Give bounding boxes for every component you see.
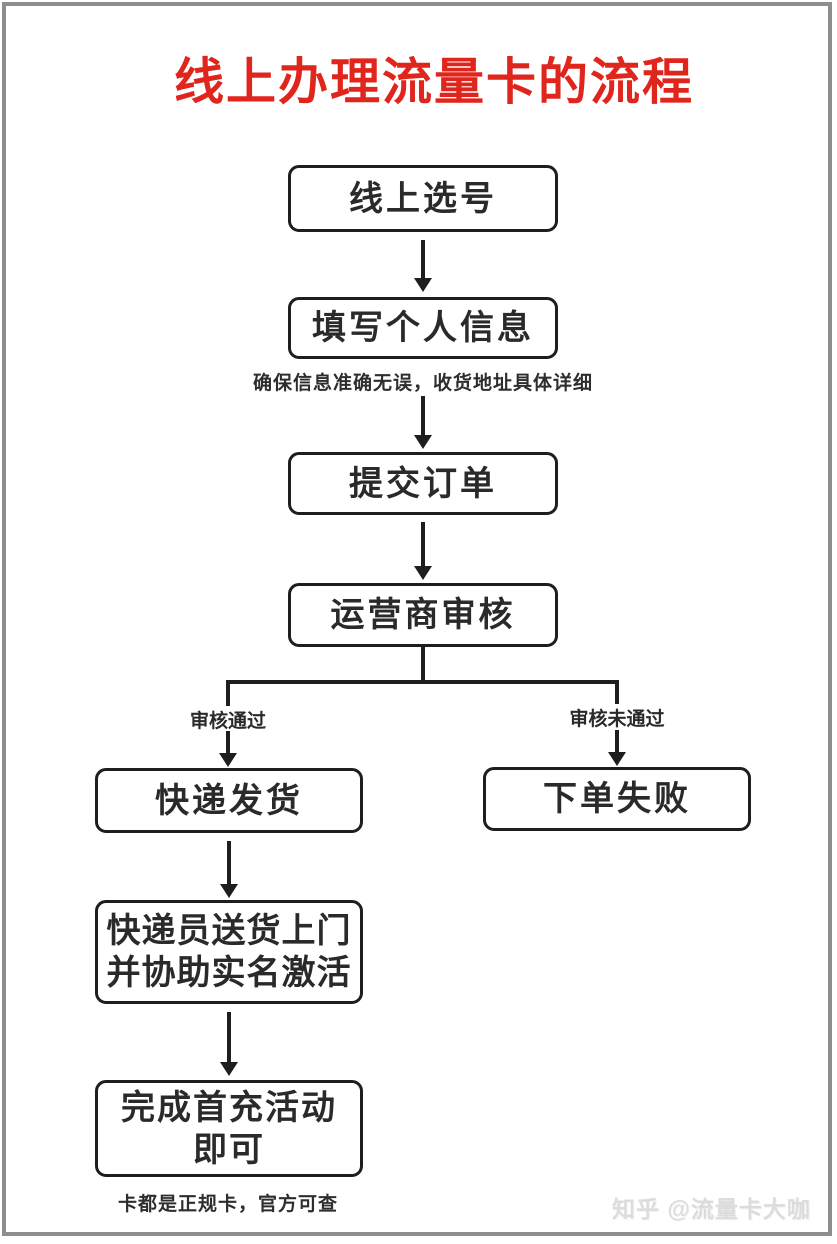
flow-node-first-recharge: 完成首充活动 即可 <box>95 1080 363 1177</box>
flow-node-label: 下单失败 <box>543 780 691 818</box>
flow-node-label: 提交订单 <box>349 464 497 503</box>
flow-node-delivery-activation: 快递员送货上门 并协助实名激活 <box>95 900 363 1004</box>
watermark-text: 知乎 @流量卡大咖 <box>612 1196 811 1222</box>
flow-node-label: 运营商审核 <box>330 596 516 634</box>
arrow-connector <box>220 1012 238 1076</box>
flow-node-label: 即可 <box>193 1130 265 1169</box>
arrow-shaft <box>421 396 425 437</box>
branch-label-fail: 审核未通过 <box>569 709 665 730</box>
flow-node-select-number: 线上选号 <box>288 165 558 232</box>
page-title: 线上办理流量卡的流程 <box>174 54 694 110</box>
arrow-connector <box>608 730 626 766</box>
arrow-head-icon <box>220 1062 238 1076</box>
arrow-connector <box>414 396 432 449</box>
arrow-head-icon <box>608 752 626 766</box>
note-final: 卡都是正规卡，官方可查 <box>117 1194 339 1215</box>
flow-node-label: 快递发货 <box>155 781 303 820</box>
flow-node-label: 线上选号 <box>349 179 497 218</box>
arrow-shaft <box>421 522 425 568</box>
flow-node-label: 并协助实名激活 <box>106 954 352 992</box>
branch-left-stub-line <box>226 680 230 706</box>
flow-node-order-failed: 下单失败 <box>483 767 751 831</box>
flow-node-label: 快递员送货上门 <box>106 912 352 950</box>
arrow-head-icon <box>219 753 237 767</box>
branch-right-stub-line <box>615 680 619 704</box>
arrow-shaft <box>227 1012 231 1064</box>
flow-node-label: 完成首充活动 <box>121 1088 337 1127</box>
arrow-shaft <box>226 731 230 755</box>
arrow-connector <box>220 841 238 898</box>
arrow-connector <box>219 731 237 767</box>
flow-node-label: 填写个人信息 <box>312 309 534 347</box>
flow-node-fill-info: 填写个人信息 <box>288 297 558 359</box>
flow-node-ship: 快递发货 <box>95 768 363 833</box>
arrow-head-icon <box>414 278 432 292</box>
arrow-head-icon <box>414 435 432 449</box>
arrow-head-icon <box>220 884 238 898</box>
branch-horizontal-line <box>226 680 619 684</box>
note-fill-info: 确保信息准确无误，收货地址具体详细 <box>252 373 594 394</box>
arrow-head-icon <box>414 566 432 580</box>
arrow-connector <box>414 240 432 292</box>
arrow-shaft <box>421 240 425 280</box>
arrow-shaft <box>615 730 619 754</box>
arrow-connector <box>414 522 432 580</box>
flow-node-submit-order: 提交订单 <box>288 452 558 515</box>
branch-stem-line <box>421 647 425 684</box>
flow-node-operator-review: 运营商审核 <box>288 583 558 647</box>
arrow-shaft <box>227 841 231 886</box>
branch-label-pass: 审核通过 <box>189 711 267 732</box>
